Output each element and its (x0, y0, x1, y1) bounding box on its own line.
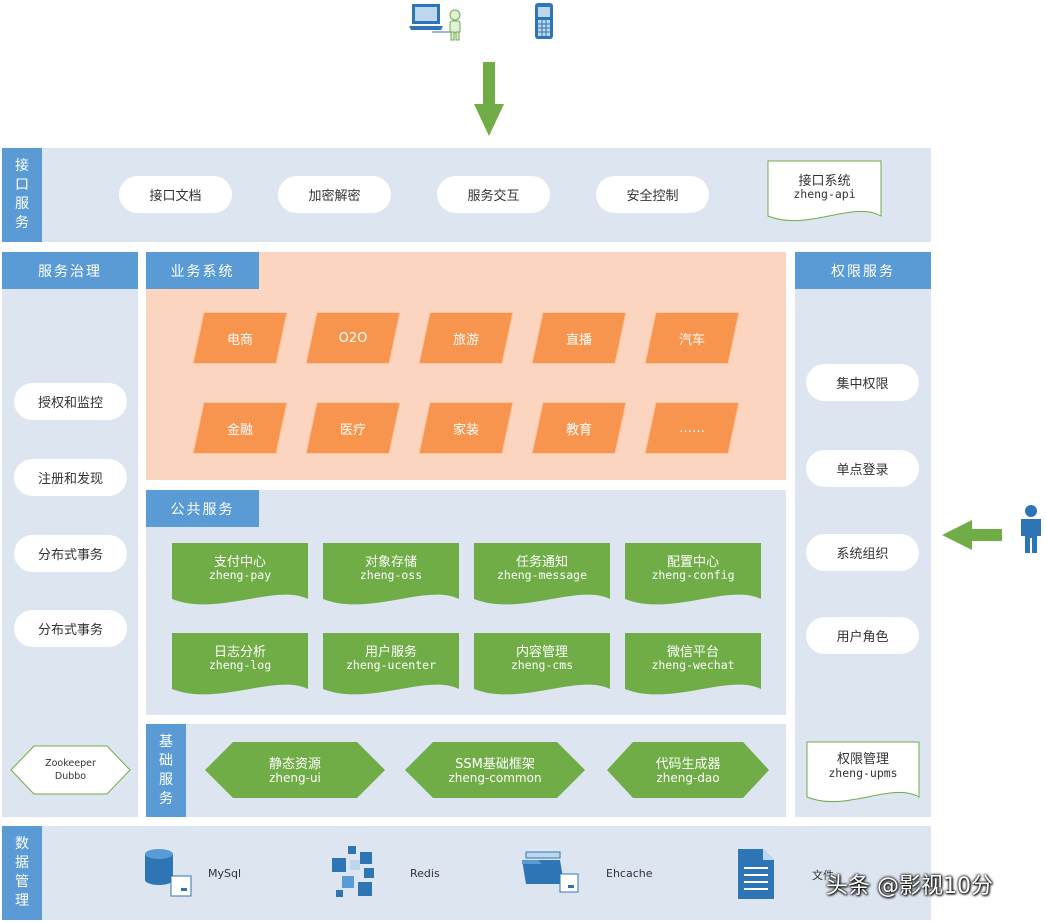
governance-distributed-tx-1: 分布式事务 (14, 535, 127, 572)
mysql-label: MySql (208, 867, 242, 880)
permission-user-role: 用户角色 (806, 617, 919, 654)
service-interaction-pill: 服务交互 (437, 176, 550, 213)
business-item-auto: 汽车 (644, 312, 740, 364)
down-arrow-icon (474, 62, 504, 138)
common-title: 公共服务 (146, 490, 259, 527)
redis-cluster-icon (330, 846, 382, 898)
governance-panel (2, 252, 138, 817)
governance-title: 服务治理 (2, 252, 138, 289)
interface-service-label: 接口服务 (2, 148, 42, 242)
governance-auth-monitor: 授权和监控 (14, 383, 127, 420)
permission-centralized: 集中权限 (806, 364, 919, 401)
permission-mgmt-code: zheng-upms (828, 766, 898, 780)
watermark: 头条 @影视10分 (826, 874, 993, 899)
permission-org: 系统组织 (806, 534, 919, 571)
redis-label: Redis (410, 867, 440, 880)
data-band (2, 826, 931, 920)
database-icon (143, 848, 195, 898)
governance-distributed-tx-2: 分布式事务 (14, 610, 127, 647)
business-item-ecommerce: 电商 (192, 312, 288, 364)
api-system-code: zheng-api (793, 187, 856, 201)
permission-mgmt-doc: 权限管理 zheng-upms (806, 741, 920, 807)
user-icon (1018, 504, 1044, 554)
business-item-more: …… (644, 402, 740, 454)
base-label: 基础服务 (146, 724, 186, 817)
ehcache-label: Ehcache (606, 867, 653, 880)
base-item-ui: 静态资源 zheng-ui (205, 742, 385, 798)
base-item-dao: 代码生成器 zheng-dao (607, 742, 769, 798)
zookeeper-label: Zookeeper (45, 758, 96, 769)
base-item-common: SSM基础框架 zheng-common (405, 742, 585, 798)
security-control-pill: 安全控制 (596, 176, 709, 213)
api-doc-pill: 接口文档 (119, 176, 232, 213)
business-item-home-decor: 家装 (418, 402, 514, 454)
zookeeper-dubbo-hexagon: Zookeeper Dubbo (10, 745, 131, 795)
business-item-live: 直播 (531, 312, 627, 364)
dubbo-label: Dubbo (54, 771, 87, 782)
business-item-education: 教育 (531, 402, 627, 454)
business-item-travel: 旅游 (418, 312, 514, 364)
data-label: 数据管理 (2, 826, 42, 920)
business-item-finance: 金融 (192, 402, 288, 454)
governance-register-discover: 注册和发现 (14, 459, 127, 496)
permission-mgmt-title: 权限管理 (836, 752, 889, 767)
business-item-o2o: O2O (305, 312, 401, 364)
encrypt-decrypt-pill: 加密解密 (278, 176, 391, 213)
file-label: 文件 (812, 869, 834, 882)
file-icon (737, 848, 775, 900)
phone-icon (534, 2, 554, 40)
left-arrow-icon (942, 520, 1004, 550)
business-item-medical: 医疗 (305, 402, 401, 454)
folder-cache-icon (520, 850, 580, 896)
business-title: 业务系统 (146, 252, 259, 289)
api-system-doc: 接口系统 zheng-api (767, 160, 882, 226)
laptop-user-icon (408, 2, 464, 42)
permission-title: 权限服务 (795, 252, 931, 289)
api-system-title: 接口系统 (798, 174, 851, 189)
permission-sso: 单点登录 (806, 450, 919, 487)
